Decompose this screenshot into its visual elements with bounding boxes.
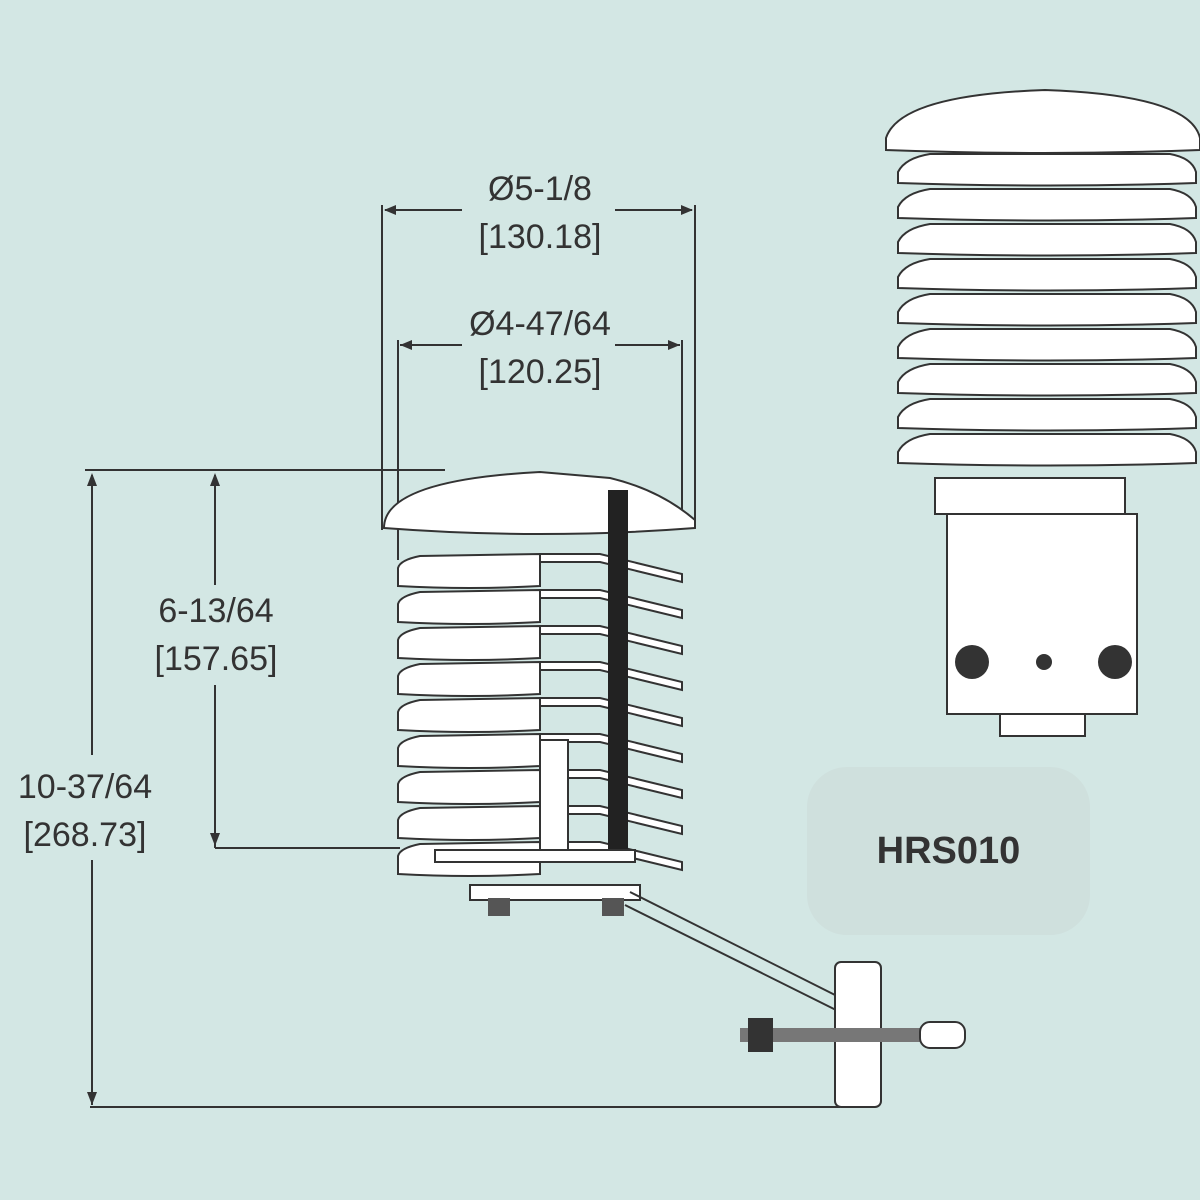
sensor-cap <box>999 713 1086 737</box>
louver-plate <box>897 188 1197 222</box>
mounting-arm <box>624 891 846 1013</box>
louver-plate <box>897 363 1197 397</box>
dimension-arrows <box>87 205 693 1105</box>
louver-plate <box>897 153 1197 187</box>
inner-diameter-metric: [120.25] <box>479 353 602 391</box>
mounting-bracket <box>934 477 1126 515</box>
louver-plate <box>397 588 541 625</box>
vent-hole <box>1036 654 1052 670</box>
cable-gland <box>1098 645 1132 679</box>
base-ring <box>434 849 636 863</box>
top-dome <box>885 88 1200 154</box>
inner-diameter-imperial: Ø4-47/64 <box>469 305 611 343</box>
louver-plate <box>397 552 541 589</box>
mounting-plate <box>469 884 641 901</box>
shield-height-imperial: 6-13/64 <box>158 592 273 630</box>
shield-front-view <box>885 88 1200 737</box>
shield-side-view <box>382 470 966 1108</box>
louver-plate-section <box>539 625 683 656</box>
bolt <box>488 898 510 916</box>
louver-plate-section <box>539 697 683 728</box>
bolt <box>602 898 624 916</box>
outer-diameter-imperial: Ø5-1/8 <box>488 170 592 208</box>
louver-plate <box>397 696 541 733</box>
louver-plate-section <box>539 553 683 584</box>
sensor-housing <box>539 739 569 861</box>
model-label: HRS010 <box>876 829 1021 872</box>
louver-plate <box>897 398 1197 432</box>
threaded-rod <box>740 1028 940 1042</box>
louver-plate <box>397 624 541 661</box>
louver-plate <box>897 258 1197 292</box>
rod-end <box>919 1021 966 1049</box>
louver-plate <box>397 804 541 841</box>
louver-plate-section <box>539 589 683 620</box>
total-height-imperial: 10-37/64 <box>18 768 152 806</box>
louver-plate <box>897 328 1197 362</box>
louver-plate <box>897 293 1197 327</box>
louver-plate <box>397 768 541 805</box>
model-badge: HRS010 <box>807 767 1090 935</box>
shield-height-metric: [157.65] <box>155 640 278 678</box>
louver-plate <box>397 660 541 697</box>
total-height-metric: [268.73] <box>24 816 147 854</box>
louver-plate <box>897 223 1197 257</box>
top-dome <box>382 470 696 535</box>
sensor-box <box>946 513 1138 715</box>
dimension-lines <box>85 205 840 1108</box>
outer-diameter-metric: [130.18] <box>479 218 602 256</box>
center-rod <box>608 490 628 860</box>
louver-plate <box>397 732 541 769</box>
louver-plate-section <box>539 661 683 692</box>
louver-plate <box>897 433 1197 467</box>
cable-gland <box>955 645 989 679</box>
nut <box>748 1018 773 1052</box>
